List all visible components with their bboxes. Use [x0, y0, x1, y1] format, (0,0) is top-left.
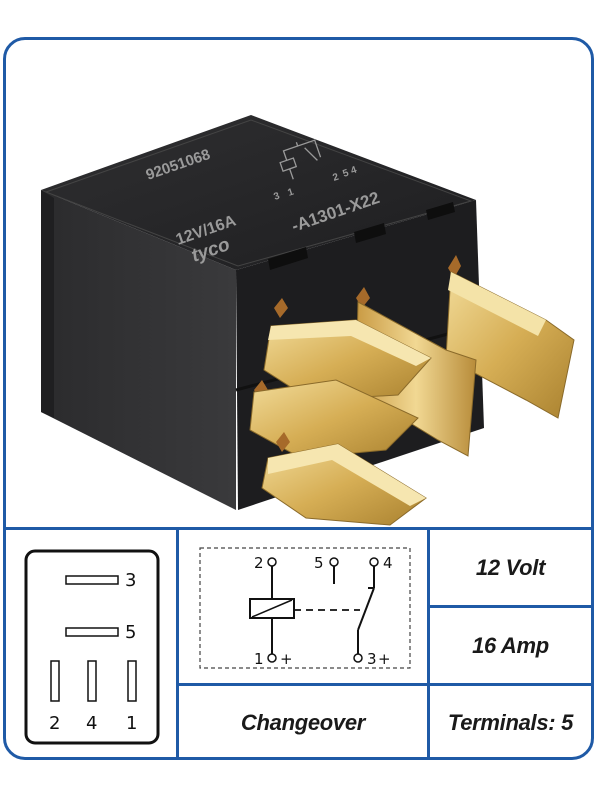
product-card: 92051068 12V/16A tyco -A1301-X22 3 1 2 5… [3, 37, 594, 760]
spec-table: 3 5 2 4 1 2 1 + 5 [6, 527, 591, 757]
pin-label-2: 2 [49, 713, 60, 734]
terminal-lower [261, 432, 427, 526]
current-spec: 16 Amp [472, 632, 549, 658]
circuit-label-2: 2 [254, 554, 264, 572]
circuit-label-3: 3 [367, 650, 377, 668]
circuit-diagram: 2 1 + 5 4 3 + [199, 547, 411, 669]
pin-label-4: 4 [86, 713, 97, 734]
circuit-label-4: 4 [383, 554, 393, 572]
pin-slot-5 [65, 627, 119, 637]
schematic-pin-3: 3 [272, 190, 281, 202]
pin-label-5: 5 [125, 622, 136, 643]
schematic-pin-5: 5 [341, 167, 350, 179]
pinout-diagram: 3 5 2 4 1 [24, 549, 160, 745]
schematic-pin-4: 4 [349, 164, 358, 176]
voltage-spec: 12 Volt [475, 554, 546, 580]
pin-slot-2 [50, 660, 60, 702]
pin-slot-3 [65, 575, 119, 585]
circuit-label-1-sign: + [280, 650, 293, 668]
schematic-pin-1: 1 [286, 186, 295, 198]
relay-type-spec: Changeover [240, 710, 366, 735]
switch-contact [357, 587, 375, 631]
terminal-middle [249, 379, 419, 459]
circuit-label-5: 5 [314, 554, 324, 572]
pin-slot-1 [127, 660, 137, 702]
relay-side-face [41, 190, 236, 510]
top-schematic [279, 139, 322, 180]
relay-photo: 92051068 12V/16A tyco -A1301-X22 3 1 2 5… [41, 115, 575, 526]
circuit-label-3-sign: + [378, 650, 391, 668]
terminals-spec: Terminals: 5 [447, 710, 574, 735]
circuit-label-1: 1 [254, 650, 264, 668]
pin-label-3: 3 [125, 570, 136, 591]
terminal-upper-left [263, 298, 432, 401]
pin-label-1: 1 [126, 713, 137, 734]
schematic-pin-2: 2 [331, 171, 340, 183]
pin-slot-4 [87, 660, 97, 702]
